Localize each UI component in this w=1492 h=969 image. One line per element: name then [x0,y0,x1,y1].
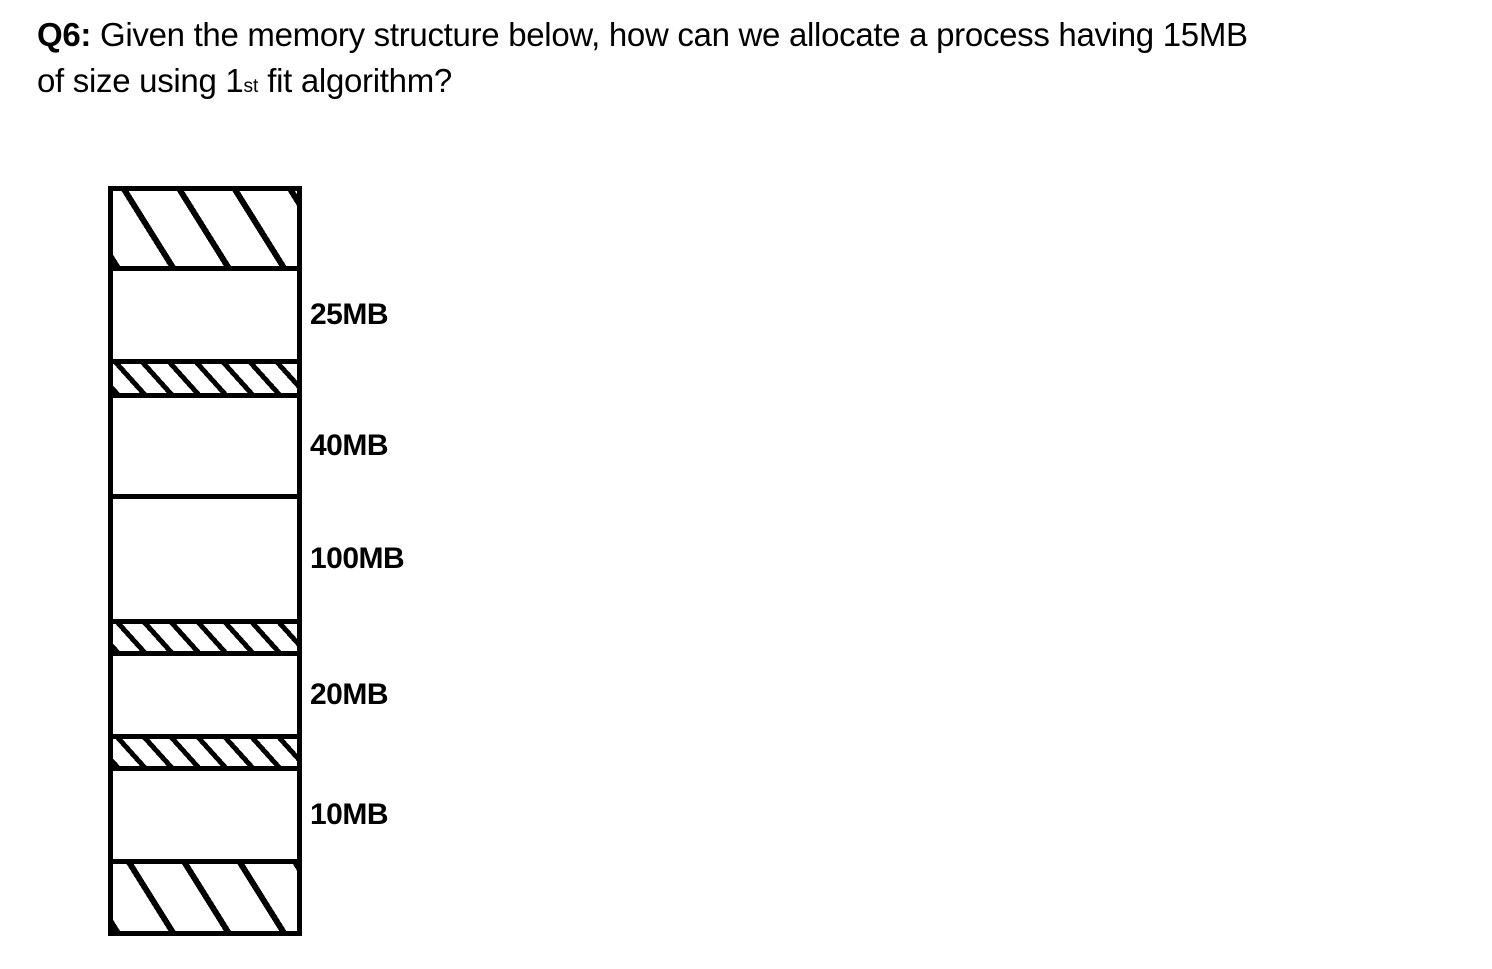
block-size-label: 25MB [310,298,389,331]
block-size-label: 100MB [310,542,405,575]
free-block: 25MB [113,271,389,364]
block-size-label: 10MB [310,798,389,831]
free-block: 40MB [113,398,389,499]
allocated-block [113,624,297,656]
question-line-2: of size using 1st fit algorithm? [37,58,1457,110]
allocated-block [113,739,297,771]
free-block: 20MB [113,656,389,739]
question-number: Q6: [37,16,92,53]
allocated-block [113,191,297,271]
question-line2-post: fit algorithm? [258,62,452,99]
question-ordinal-suffix: st [243,76,259,97]
free-block: 10MB [113,771,389,864]
memory-structure-diagram: 25MB 40MB 100MB 20MB 10MB [108,186,405,936]
question-line2-pre: of size using 1 [37,62,244,99]
block-size-label: 20MB [310,678,389,711]
free-block: 100MB [113,499,405,624]
question-line1-text: Given the memory structure below, how ca… [91,16,1248,53]
block-size-label: 40MB [310,429,389,462]
memory-column: 25MB 40MB 100MB 20MB 10MB [108,186,405,936]
question-text: Q6: Given the memory structure below, ho… [37,12,1457,110]
question-line-1: Q6: Given the memory structure below, ho… [37,12,1457,58]
allocated-block [113,364,297,398]
allocated-block [113,864,297,931]
